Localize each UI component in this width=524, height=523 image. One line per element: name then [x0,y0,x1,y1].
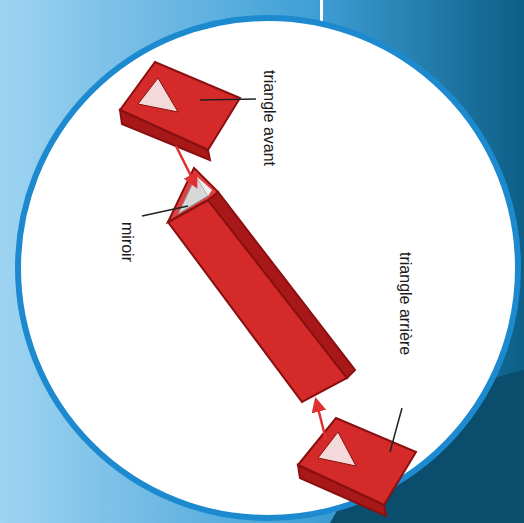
part-label: triangle arrière [396,250,414,357]
part-label: miroir [118,220,136,264]
front-triangle [120,62,240,160]
light-arrow [176,146,196,186]
light-arrow [316,400,326,440]
tube [168,168,355,402]
part-label: triangle avant [260,68,278,168]
leader-line [142,206,188,216]
frame-circle [18,18,518,518]
leader-line [200,99,256,100]
rear-triangle [298,418,416,516]
leader-line [390,408,402,452]
